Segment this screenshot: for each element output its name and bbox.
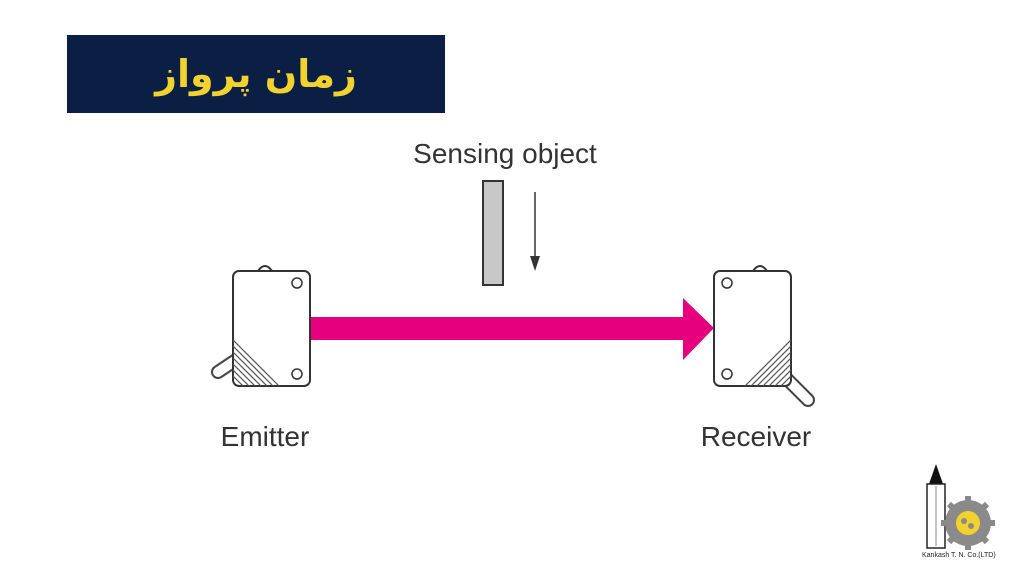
sensing-object (482, 180, 504, 286)
light-beam-arrow (311, 298, 714, 360)
page-title: زمان پرواز (155, 52, 357, 96)
receiver-label: Receiver (701, 421, 811, 452)
logo-caption: Kankash T. N. Co.(LTD) (922, 552, 996, 559)
gear-icon (941, 496, 995, 550)
emitter-sensor (211, 265, 311, 387)
company-logo: Kankash T. N. Co.(LTD) (922, 464, 996, 559)
receiver-sensor (713, 265, 815, 407)
title-banner: زمان پرواز (67, 35, 445, 113)
sensing-object-label: Sensing object (413, 138, 597, 169)
pencil-tip-icon (929, 464, 943, 484)
emitter-label: Emitter (221, 421, 310, 452)
down-arrow-icon (530, 192, 540, 271)
